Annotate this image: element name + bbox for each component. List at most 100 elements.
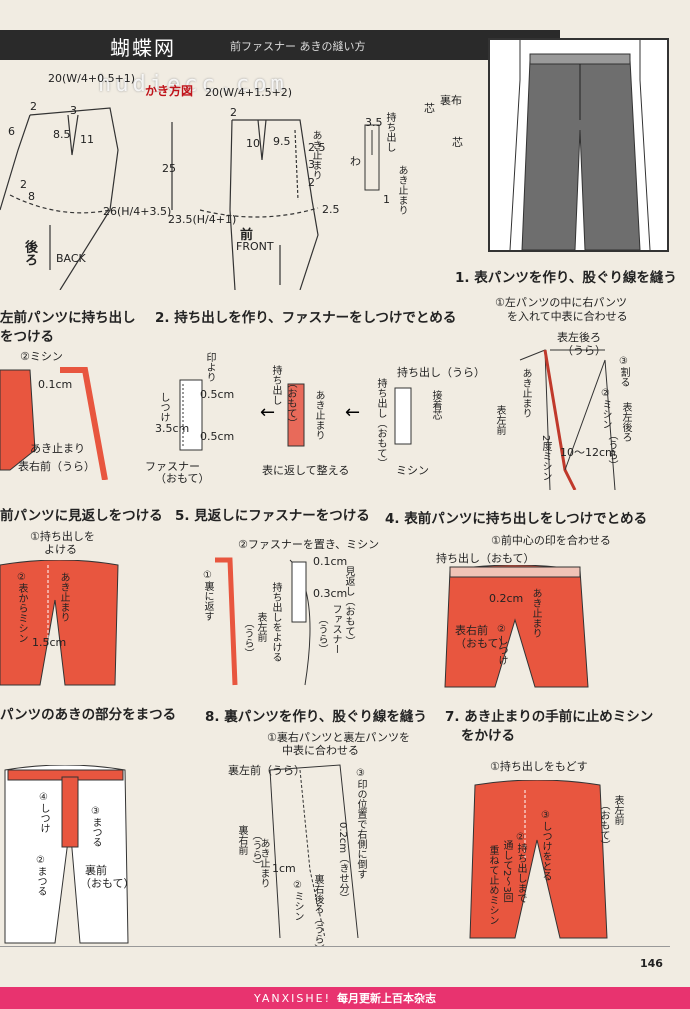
interfacing-label: 芯	[424, 102, 435, 115]
s4b-note: あき止まり	[58, 572, 69, 622]
s4-note: 持ち出し（おもて）	[436, 552, 535, 565]
s2-note: 持ち出し	[270, 365, 281, 405]
wa-label: わ	[350, 155, 361, 168]
front-label: 前	[240, 228, 254, 243]
step-2-heading: 2. 持ち出しを作り、ファスナーをしつけでとめる	[155, 310, 457, 326]
s5-note: ファスナー	[330, 604, 341, 654]
s7-note: ③しつけをとる	[540, 810, 551, 881]
s4-note: あき止まり	[530, 588, 541, 638]
s8-note: 裏左前（うら）	[228, 764, 305, 777]
s5-note: 持ち出しをよける	[270, 582, 281, 662]
s2-note: ミシン	[396, 464, 429, 477]
front-num: 9.5	[273, 135, 291, 148]
akidomari-label: あき止まり	[310, 130, 321, 180]
facing-step-diagram	[0, 560, 119, 686]
header-title: 蝴蝶网	[110, 36, 176, 60]
watermark: hudiecc.com	[98, 72, 288, 97]
s8-note: ①裏右パンツと裏左パンツを	[267, 731, 410, 744]
figure-label: かき方図	[145, 84, 194, 98]
step-5-heading: 5. 見返しにファスナーをつける	[175, 508, 370, 524]
s1-note: （うら）	[606, 430, 617, 470]
step-7-heading-cont: をかける	[461, 728, 515, 744]
step-7-heading: 7. あき止まりの手前に止めミシン	[445, 709, 654, 725]
dim-label: 1	[383, 193, 390, 206]
s7-note: 表左前	[612, 795, 623, 825]
front-hip-formula: 23.5(H/4+1)	[168, 213, 237, 226]
mochidashi-diagram	[364, 124, 380, 191]
s7-note: ②持ち出しまで	[515, 832, 526, 903]
s3-note: 表右前（うら）	[18, 460, 95, 473]
back-num: 8	[28, 190, 35, 203]
s6-note: ④しつけ	[38, 792, 49, 833]
footer-brand: YANXISHE!	[253, 991, 331, 1005]
pants-illustration	[488, 38, 669, 252]
s2-note: 0.5cm	[200, 388, 235, 401]
footer-text: 每月更新上百本杂志	[337, 992, 436, 1005]
s5-note: 見返し（おもて）	[343, 566, 354, 646]
s1-note: ①左パンツの中に右パンツ	[495, 296, 627, 309]
s1-note: （うら）	[562, 344, 606, 357]
step-8-diagram	[269, 764, 359, 939]
interfacing-label: 裏布	[440, 94, 462, 107]
header-subtitle: 前ファスナー あきの縫い方	[230, 40, 366, 53]
s2-note: 3.5cm	[155, 422, 190, 435]
s4-note: ①前中心の印を合わせる	[491, 534, 611, 547]
front-num: 2	[308, 176, 315, 189]
front-waist-formula: 20(W/4+1.5+2)	[205, 86, 293, 99]
s5-note: ①裏に返す	[202, 570, 213, 621]
s1-note: ②ミシン	[600, 388, 611, 429]
s2-note: あき止まり	[313, 390, 324, 440]
s2-note: 接着芯	[430, 390, 441, 420]
akidomari-label2: あき止まり	[396, 165, 407, 215]
s5-note: 0.1cm	[313, 555, 348, 568]
step-4-diagram	[444, 565, 589, 688]
mochidashi-label: 持ち出し	[384, 112, 395, 152]
front-en-label: FRONT	[236, 240, 274, 253]
s2-note: （おもて）	[155, 472, 210, 485]
s1-note: 表左後ろ	[620, 402, 631, 442]
s8-note: ②ミシン	[292, 880, 303, 921]
s7-note: 通して2〜3回	[501, 840, 512, 903]
s6-note: （おもて）	[80, 877, 135, 890]
step-7-diagram	[469, 780, 608, 939]
s2-note: 0.5cm	[200, 430, 235, 443]
s4-note: ②しつけ	[496, 624, 507, 665]
back-hip-formula: 26(H/4+3.5)	[103, 205, 172, 218]
s2-note: ファスナー	[145, 460, 200, 473]
s7-note: （おもて）	[598, 800, 609, 850]
front-num: 10	[246, 137, 260, 150]
s4-note: （おもて）	[455, 637, 510, 650]
step-1-heading: 1. 表パンツを作り、股ぐり線を縫う	[455, 270, 677, 286]
back-num: 3	[70, 104, 77, 117]
s5-note: （うら）	[316, 614, 327, 654]
s1-note: あき止まり	[520, 368, 531, 418]
step-3-heading-cont: をつける	[0, 329, 54, 345]
s8-note: 1cm	[272, 862, 296, 875]
step-8-heading: 8. 裏パンツを作り、股ぐり線を縫う	[205, 709, 427, 725]
s5-note: ②ファスナーを置き、ミシン	[238, 538, 380, 551]
front-num: 3	[308, 158, 315, 171]
s2-note: 印より	[204, 352, 215, 382]
back-num: 11	[80, 133, 94, 146]
s7-note: ①持ち出しをもどす	[490, 760, 588, 773]
s7-note: 重ねて止めミシン	[487, 845, 498, 925]
s2-note: 持ち出し（おもて）	[375, 378, 386, 468]
interfacing-label: 芯	[452, 136, 463, 149]
s5-note: 0.3cm	[313, 587, 348, 600]
s4b-note: 1.5cm	[32, 636, 67, 649]
s3-note: ②ミシン	[20, 350, 63, 363]
pants-illustration-svg	[509, 40, 651, 251]
s2-note: 表に返して整える	[262, 464, 350, 477]
s8-note: 0.2cm（きせ分）	[337, 822, 348, 904]
step-5-diagram	[215, 557, 311, 686]
s8-note: 中表に合わせる	[282, 744, 359, 757]
back-label: 後ろ	[22, 240, 37, 266]
s6-note: ②まつる	[35, 855, 46, 896]
s5-note: 表左前	[255, 612, 266, 642]
s4-note: 表右前	[455, 624, 488, 637]
s6-note: ③まつる	[90, 806, 101, 847]
s4b-note: よける	[44, 543, 77, 556]
s3-note: 0.1cm	[38, 378, 73, 391]
back-num: 2	[30, 100, 37, 113]
step-heading-facing: 前パンツに見返しをつける	[0, 508, 163, 524]
